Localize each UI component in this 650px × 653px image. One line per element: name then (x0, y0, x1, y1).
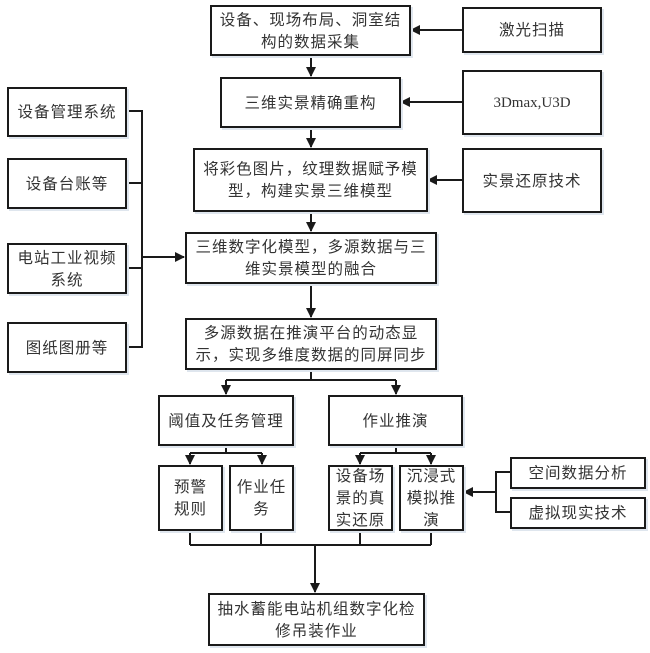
left-bus (126, 110, 143, 348)
node-reality-restore: 实景还原技术 (462, 148, 602, 213)
node-equipment-mgmt: 设备管理系统 (7, 87, 127, 137)
node-scene-restore: 设备场景的真实还原 (328, 465, 393, 531)
node-laser-scan: 激光扫描 (462, 7, 602, 53)
node-data-collection: 设备、现场布局、洞室结构的数据采集 (210, 5, 411, 56)
node-fusion: 三维数字化模型，多源数据与三维实景模型的融合 (185, 232, 437, 284)
node-immersive-sim: 沉浸式模拟推演 (399, 465, 464, 531)
node-drawings: 图纸图册等 (7, 322, 127, 373)
node-spatial-analysis: 空间数据分析 (510, 457, 646, 489)
node-3dmax: 3Dmax,U3D (462, 70, 602, 135)
node-texture-model: 将彩色图片，纹理数据赋予模型，构建实景三维模型 (193, 148, 428, 212)
node-vr-tech: 虚拟现实技术 (510, 497, 646, 529)
node-reconstruction: 三维实景精确重构 (220, 77, 401, 128)
node-equipment-ledger: 设备台账等 (7, 158, 127, 209)
node-dynamic-display: 多源数据在推演平台的动态显示，实现多维度数据的同屏同步 (185, 318, 437, 370)
node-video-system: 电站工业视频系统 (7, 243, 127, 294)
node-final-output: 抽水蓄能电站机组数字化检修吊装作业 (208, 593, 425, 646)
node-operation-sim: 作业推演 (328, 395, 463, 446)
node-warning-rules: 预警规则 (158, 465, 223, 531)
node-work-tasks: 作业任务 (229, 465, 294, 531)
node-threshold-task: 阈值及任务管理 (158, 395, 294, 446)
